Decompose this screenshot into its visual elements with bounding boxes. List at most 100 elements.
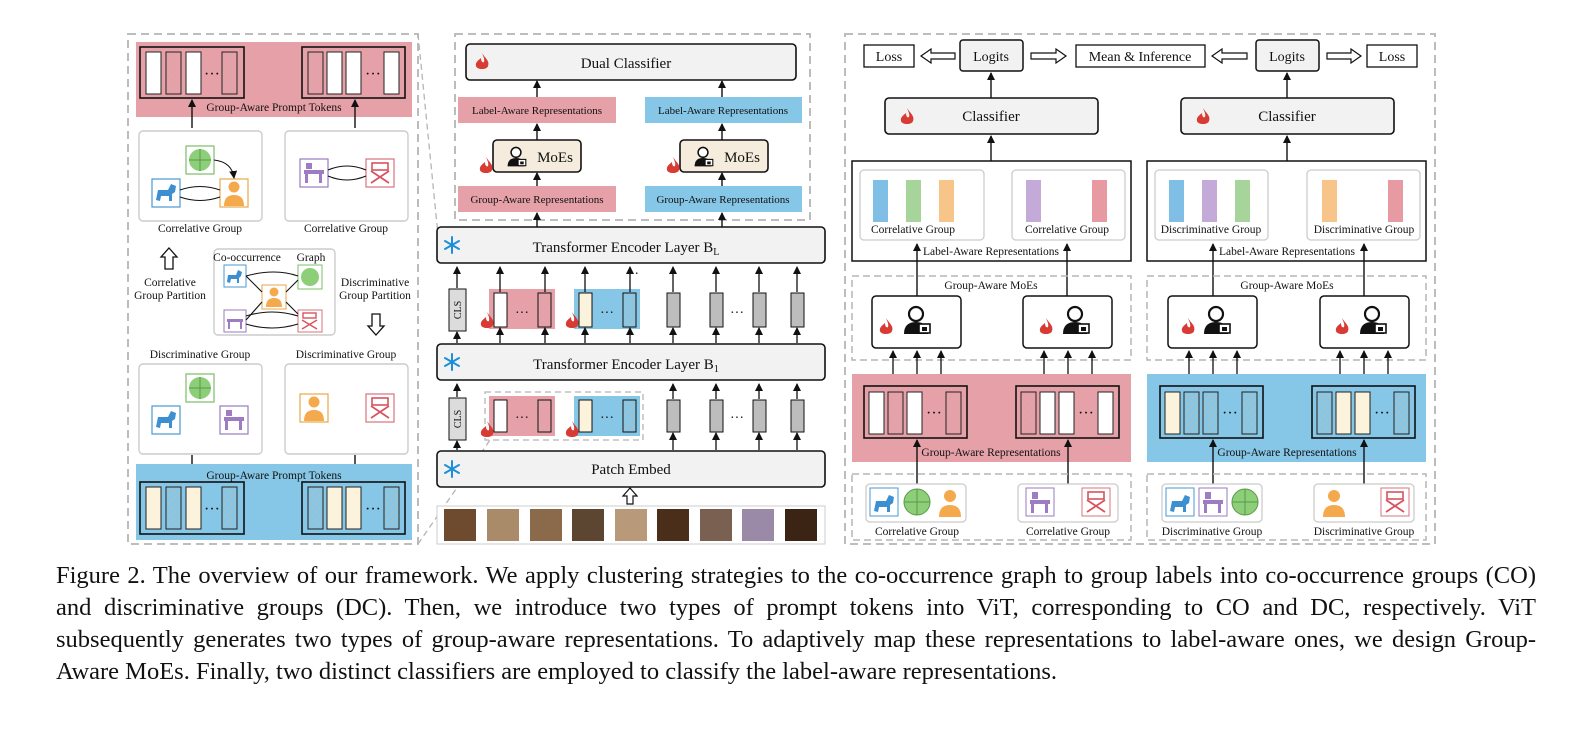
logits-box-right — [1255, 39, 1320, 72]
loss-box-left — [863, 44, 915, 68]
logits-box-left — [959, 39, 1024, 72]
prompt-dashed-frame — [484, 391, 644, 441]
patch-embed-label: Patch Embed — [591, 462, 671, 478]
encoder-b1-label: Transformer Encoder Layer B1 — [533, 357, 719, 375]
ellipsis: ··· — [365, 501, 381, 518]
correlative-group-text-2: Correlative Group — [1025, 224, 1109, 236]
group-aware-moes-right: Group-Aware MoEs — [1240, 280, 1334, 292]
down-hollow-arrow — [366, 313, 386, 336]
token-row-lower: CLS ··· ··· ··· — [448, 383, 805, 450]
correlative-partition-label: Correlative — [144, 277, 196, 289]
loss-right-text: Loss — [1379, 50, 1405, 65]
correlative-group-bottom-2: Correlative Group — [1026, 526, 1110, 538]
chair-icon — [365, 393, 395, 423]
dog-icon — [223, 264, 247, 288]
ellipsis: ··· — [204, 501, 220, 518]
encoder-bl-label: Transformer Encoder Layer BL — [533, 240, 720, 258]
zoom-line-top — [417, 33, 441, 256]
hollow-arrow-left — [919, 47, 956, 65]
blue-token-group-b — [301, 481, 406, 535]
group-aware-pink — [458, 186, 616, 212]
expert-box-3 — [1167, 295, 1258, 349]
figure-caption: Figure 2. The overview of our framework.… — [56, 562, 1536, 685]
person-icon — [1323, 490, 1345, 517]
classifier-left-text: Classifier — [962, 109, 1020, 125]
expert-box-2 — [1022, 295, 1113, 349]
classifier-box-left — [884, 97, 1099, 135]
person-icon — [261, 284, 287, 310]
cooccurrence-label: Co-occurrence — [213, 252, 281, 264]
basketball-icon — [185, 373, 215, 403]
left-panel-frame — [127, 33, 419, 545]
discriminative-group-text-2: Discriminative Group — [1314, 224, 1415, 236]
encoder-bl-box — [436, 226, 826, 264]
loss-left-text: Loss — [876, 50, 902, 65]
ellipsis: ··· — [600, 411, 614, 426]
ellipsis: ··· — [204, 66, 220, 83]
group-aware-blue — [645, 186, 802, 212]
middle-panel-frame — [454, 33, 811, 221]
classifier-box-right — [1180, 97, 1395, 135]
ellipsis: ··· — [515, 306, 529, 321]
moes-frame-right — [1146, 275, 1427, 361]
right-panel-frame — [844, 33, 1436, 545]
ellipsis: ··· — [365, 66, 381, 83]
chair-icon — [1081, 487, 1111, 517]
dog-icon — [1165, 487, 1195, 517]
ellipsis: ··· — [1222, 405, 1238, 422]
ellipsis: ··· — [730, 306, 744, 321]
correlative-group-label-1: Correlative Group — [158, 223, 242, 235]
desk-icon — [223, 309, 247, 333]
correlative-group-box-2 — [284, 130, 409, 222]
correlative-group-bottom-1: Correlative Group — [875, 526, 959, 538]
bottom-groups-frame-right — [1146, 473, 1427, 541]
chair-icon — [1380, 487, 1410, 517]
label-aware-blue-text: Label-Aware Representations — [658, 105, 788, 117]
dual-classifier-label: Dual Classifier — [581, 56, 671, 72]
ellipsis: ··· — [730, 411, 744, 426]
patch-embed-box — [436, 450, 826, 488]
moes-label-pink: MoEs — [537, 150, 573, 166]
dog-icon — [151, 405, 181, 435]
discriminative-group-text: Discriminative Group — [1161, 224, 1262, 236]
graph-label: Graph — [297, 252, 326, 264]
label-aware-blue — [645, 97, 802, 123]
desk-icon — [219, 405, 249, 435]
discriminative-group-box-2 — [284, 363, 409, 455]
group-aware-blue-text: Group-Aware Representations — [656, 194, 789, 206]
group-aware-reps-pink-text: Group-Aware Representations — [921, 447, 1061, 459]
dog-icon — [869, 487, 899, 517]
blue-prompt-band — [136, 464, 412, 540]
pink-prompt-band — [136, 42, 412, 117]
ellipsis: ··· — [1374, 405, 1390, 422]
desk-icon — [299, 158, 329, 188]
cls-label: CLS — [453, 410, 464, 428]
dual-classifier-box — [465, 43, 797, 81]
basketball-icon — [185, 145, 215, 175]
person-icon — [219, 178, 249, 208]
chair-icon — [365, 158, 395, 188]
logits-right-text: Logits — [1269, 50, 1305, 65]
hollow-arrow-mid-right — [1210, 47, 1248, 65]
correlative-group-label-2: Correlative Group — [304, 223, 388, 235]
ellipsis: ··· — [1078, 405, 1094, 422]
logits-left-text: Logits — [973, 50, 1009, 65]
group-aware-pink-text: Group-Aware Representations — [470, 194, 603, 206]
right-panel: Loss Logits Mean & Inference Logits Loss… — [844, 33, 1436, 545]
mean-inference-box — [1075, 44, 1206, 68]
label-aware-pink — [458, 97, 616, 123]
framework-diagram: ··· ··· Group-Aware Prompt Tokens — [127, 33, 1436, 545]
pink-prompt-label: Group-Aware Prompt Tokens — [206, 102, 342, 114]
person-icon — [299, 393, 329, 423]
person-icon — [939, 490, 961, 517]
bottom-groups-frame-left — [851, 473, 1132, 541]
blue-token-group-a — [139, 481, 245, 535]
moes-frame-left — [851, 275, 1132, 361]
encoder-b1-box — [436, 343, 826, 381]
dog-icon — [151, 178, 181, 208]
hollow-arrow-mid-left — [1030, 47, 1068, 65]
mean-inference-text: Mean & Inference — [1089, 50, 1192, 65]
expert-box-4 — [1319, 295, 1410, 349]
correlative-group-text: Correlative Group — [871, 224, 955, 236]
classifier-right-text: Classifier — [1258, 109, 1316, 125]
